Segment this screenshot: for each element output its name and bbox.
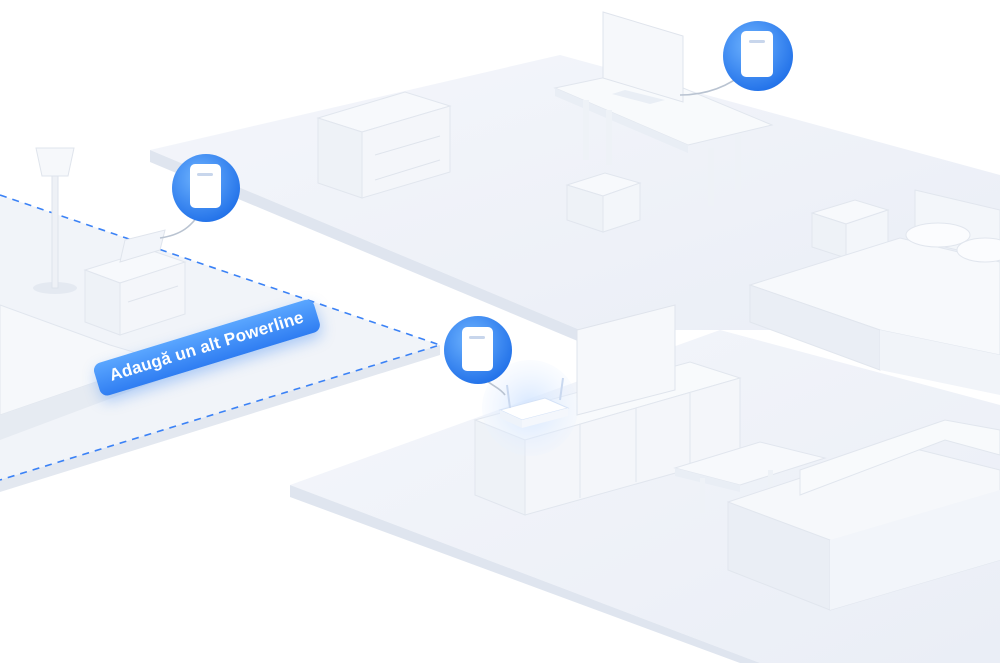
powerline-adapter-icon <box>172 154 240 222</box>
wifi-router-icon <box>482 360 578 456</box>
ottoman <box>565 172 642 233</box>
tv-table <box>553 11 774 206</box>
powerline-adapter-icon <box>723 21 793 91</box>
floor-lamp <box>33 147 77 294</box>
coffee-table <box>673 441 827 513</box>
bed-right <box>748 189 1000 395</box>
sofa <box>727 419 1000 611</box>
powerline-adapter-icon <box>444 316 512 384</box>
dresser <box>316 91 452 199</box>
nightstand-left <box>83 229 187 336</box>
